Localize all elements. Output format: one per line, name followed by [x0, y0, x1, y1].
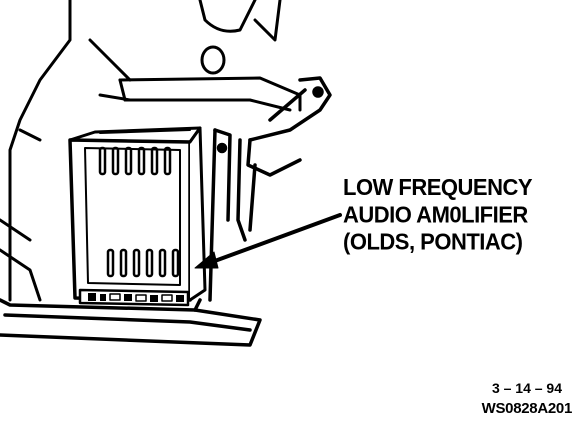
body-panel	[0, 0, 132, 302]
figure-date: 3 – 14 – 94	[491, 380, 562, 396]
amplifier-callout-label: LOW FREQUENCY AUDIO AM0LIFIER (OLDS, PON…	[343, 174, 533, 256]
callout-leader-arrow	[194, 213, 342, 269]
figure-code: WS0828A201	[481, 400, 573, 417]
callout-line-3: (OLDS, PONTIAC)	[343, 228, 523, 255]
cross-member	[118, 0, 302, 112]
amplifier-vent-slots-bottom	[106, 248, 180, 278]
callout-line-2: AUDIO AM0LIFIER	[343, 201, 528, 228]
access-hole	[200, 45, 226, 75]
amplifier-vent-slots-top	[98, 146, 172, 176]
callout-line-1: LOW FREQUENCY	[343, 174, 533, 201]
amplifier-unit	[68, 126, 207, 307]
floor-trim	[0, 298, 262, 347]
mounting-bracket	[208, 76, 332, 302]
amplifier-connector	[78, 288, 190, 307]
